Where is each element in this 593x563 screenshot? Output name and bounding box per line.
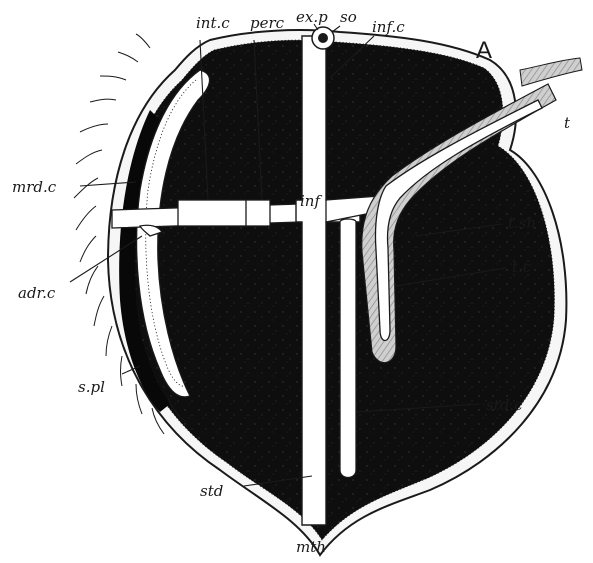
- label-ex-p: ex.p: [296, 8, 328, 26]
- label-t-sh: t.sh: [508, 214, 536, 232]
- canal-segment-b: [246, 200, 270, 226]
- sense-organ-core: [318, 33, 328, 43]
- tentacle-stalk: [520, 58, 582, 86]
- label-std-c: std.c: [486, 396, 523, 414]
- stomodaeal-canal: [340, 219, 356, 478]
- label-t: t: [564, 114, 571, 132]
- label-int-c: int.c: [196, 14, 230, 32]
- label-t-c: t.c: [512, 258, 532, 276]
- label-std: std: [200, 482, 223, 500]
- label-so: so: [340, 8, 357, 26]
- plate-letter: A: [476, 37, 492, 64]
- canal-segment-a: [178, 200, 248, 226]
- label-s-pl: s.pl: [78, 378, 105, 396]
- label-mth: mth: [296, 538, 326, 556]
- label-mrd-c: mrd.c: [12, 178, 57, 196]
- label-adr-c: adr.c: [18, 284, 56, 302]
- label-perc: perc: [250, 14, 285, 32]
- label-inf: inf: [300, 192, 322, 210]
- label-inf-c: inf.c: [372, 18, 405, 36]
